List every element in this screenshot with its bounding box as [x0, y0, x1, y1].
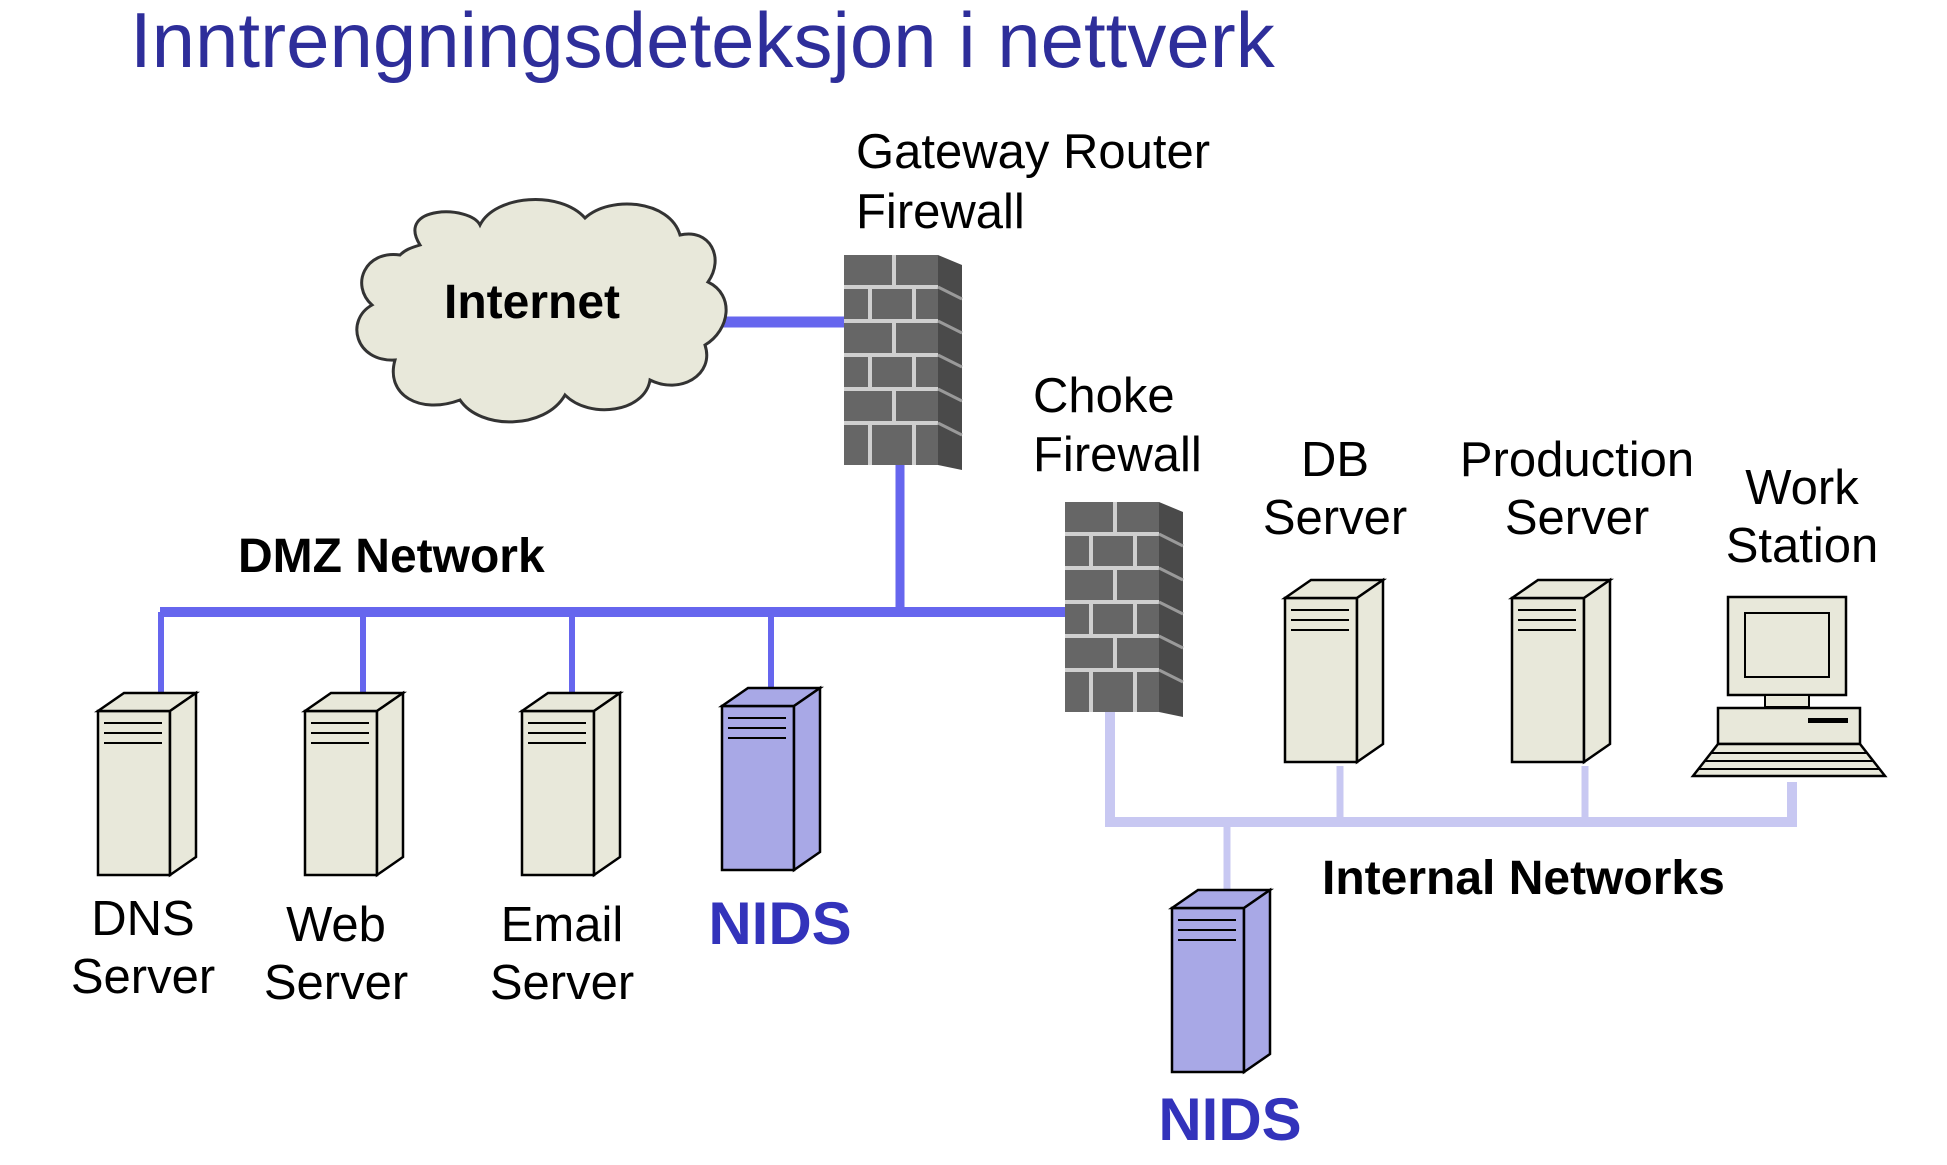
svg-text:Web: Web — [286, 898, 386, 952]
svg-text:Production: Production — [1460, 433, 1694, 487]
gateway-label: Gateway Router Firewall — [856, 125, 1210, 239]
svg-text:Firewall: Firewall — [1033, 428, 1202, 482]
page-title: Inntrengningsdeteksjon i nettverk — [130, 0, 1276, 84]
internal-nids-icon — [1167, 887, 1275, 1075]
svg-text:DB: DB — [1301, 433, 1369, 487]
svg-text:Choke: Choke — [1033, 369, 1175, 423]
dmz-network-lines — [158, 316, 1066, 700]
svg-text:Firewall: Firewall — [856, 185, 1025, 239]
dmz-nids-label: NIDS — [708, 890, 851, 957]
gateway-firewall — [842, 253, 964, 472]
web-server-icon — [300, 690, 408, 878]
dmz-nids-icon — [717, 685, 825, 873]
svg-text:Server: Server — [1505, 491, 1649, 545]
email-server-label: Email Server — [490, 898, 634, 1010]
svg-text:Work: Work — [1745, 461, 1859, 515]
internal-network-lines — [1105, 710, 1797, 890]
svg-text:Server: Server — [490, 956, 634, 1010]
svg-text:Gateway Router: Gateway Router — [856, 125, 1210, 179]
internal-nids-label: NIDS — [1158, 1086, 1301, 1153]
internet-label: Internet — [444, 276, 620, 329]
production-server-label: Production Server — [1460, 433, 1694, 545]
choke-label: Choke Firewall — [1033, 369, 1202, 482]
svg-text:Station: Station — [1726, 519, 1879, 573]
dns-server-icon — [93, 690, 201, 878]
db-server-icon — [1280, 577, 1388, 765]
choke-firewall — [1063, 500, 1185, 719]
production-server-icon — [1507, 577, 1615, 765]
svg-text:DNS: DNS — [91, 892, 194, 946]
svg-text:Server: Server — [264, 956, 408, 1010]
internet-cloud: Internet — [355, 198, 728, 424]
internal-networks-label: Internal Networks — [1322, 852, 1725, 905]
email-server-icon — [517, 690, 625, 878]
workstation-icon — [1690, 595, 1888, 778]
workstation-label: Work Station — [1726, 461, 1879, 573]
svg-text:Server: Server — [1263, 491, 1407, 545]
db-server-label: DB Server — [1263, 433, 1407, 545]
dns-server-label: DNS Server — [71, 892, 215, 1004]
svg-text:Email: Email — [501, 898, 624, 952]
web-server-label: Web Server — [264, 898, 408, 1010]
dmz-network-label: DMZ Network — [238, 530, 545, 583]
svg-text:Server: Server — [71, 950, 215, 1004]
